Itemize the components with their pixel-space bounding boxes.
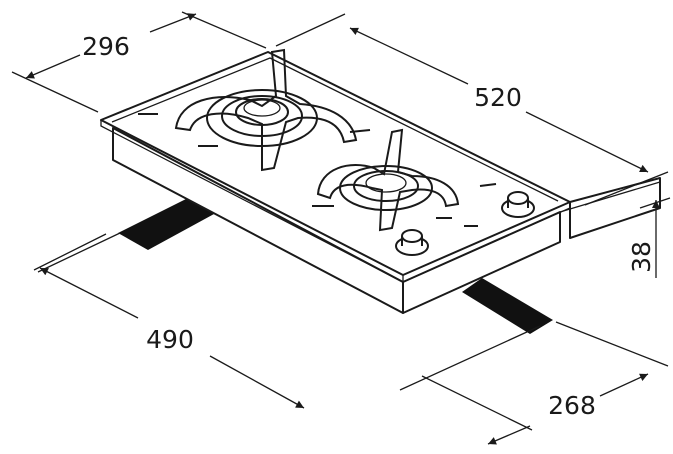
pan-support-small <box>316 128 460 232</box>
burner-large <box>174 48 358 172</box>
support-bars <box>118 198 553 334</box>
dimension-label-268: 268 <box>548 391 596 420</box>
hob-body <box>100 51 661 314</box>
dimension-depth-cutout: 268 <box>421 321 669 445</box>
dimension-width-top: 520 <box>275 13 669 206</box>
knob-rear <box>501 191 535 218</box>
dimension-label-38: 38 <box>627 241 656 273</box>
knob-front <box>395 229 429 256</box>
dimension-depth-top: 296 <box>11 11 267 113</box>
dimension-label-296: 296 <box>82 32 130 61</box>
dimension-label-490: 490 <box>146 325 194 354</box>
surface-marks <box>138 113 497 227</box>
support-bar-right <box>462 278 553 334</box>
dimension-label-520: 520 <box>474 83 522 112</box>
dimension-width-cutout: 490 <box>33 232 541 409</box>
control-knobs <box>395 191 535 256</box>
hob-side-fascia <box>569 177 661 239</box>
burner-small <box>316 128 460 232</box>
dimension-height: 38 <box>627 197 671 278</box>
pan-support-large <box>174 48 358 172</box>
support-bar-left <box>118 198 214 250</box>
